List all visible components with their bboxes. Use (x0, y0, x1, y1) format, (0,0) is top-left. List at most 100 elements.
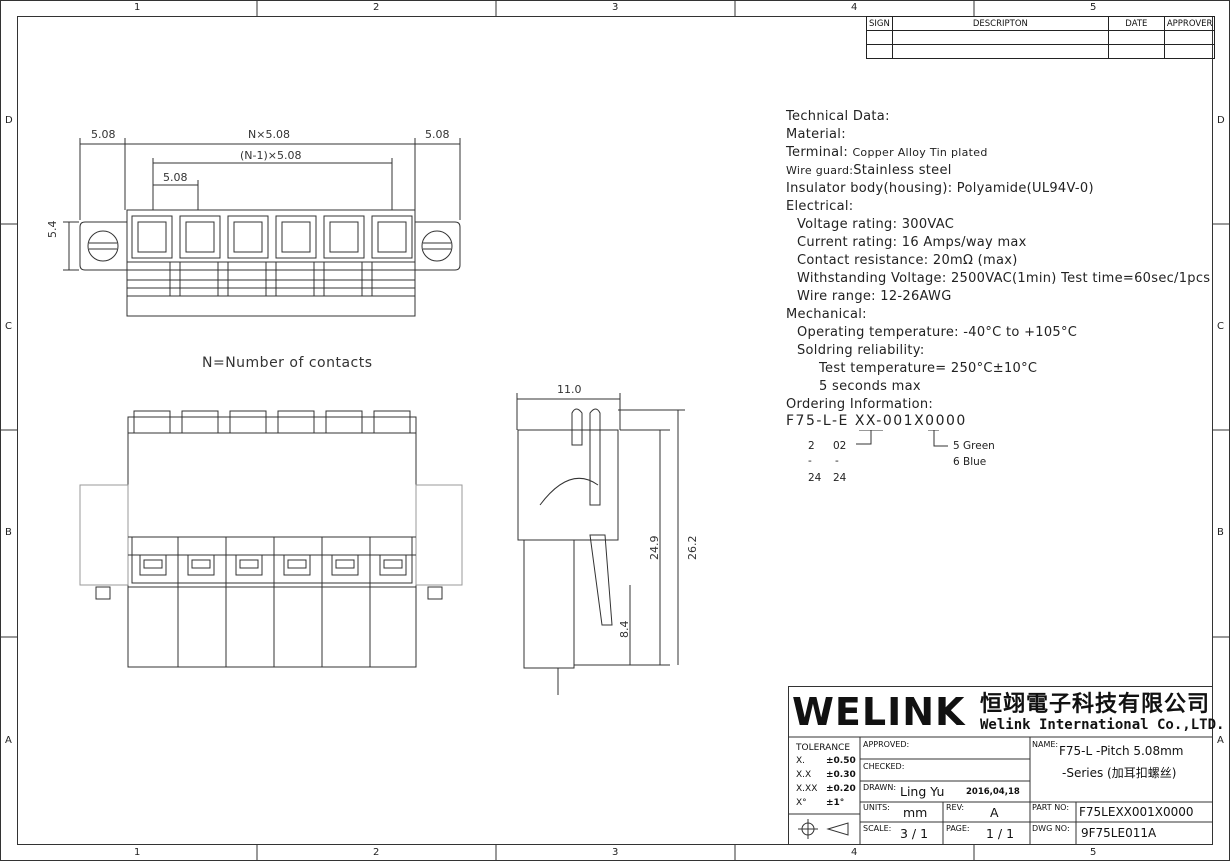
tech-title: Technical Data: (786, 109, 890, 124)
ordering-col2-c: 24 (833, 472, 847, 484)
tech-terminal-value: Copper Alloy Tin plated (852, 146, 988, 159)
row-label-a: A (5, 735, 12, 746)
checked-label: CHECKED: (863, 762, 905, 771)
tech-terminal: Terminal: Copper Alloy Tin plated (786, 144, 1210, 162)
rev-header-date: DATE (1107, 16, 1165, 31)
dim-pitch: 5.08 (163, 171, 188, 184)
front-view-bottom (79, 410, 463, 668)
tech-mechanical: Mechanical: (786, 307, 867, 322)
dwgno-label: DWG NO: (1032, 824, 1070, 833)
col-label-5: 5 (1090, 2, 1097, 13)
col-label-4: 4 (851, 2, 858, 13)
row-label-d-right: D (1217, 115, 1225, 126)
name-label: NAME: (1032, 740, 1059, 749)
page-label: PAGE: (946, 824, 970, 833)
ordering-col2-a: 02 (833, 440, 847, 452)
tech-current: Current rating: 16 Amps/way max (797, 235, 1027, 250)
tech-operating-temp: Operating temperature: -40°C to +105°C (797, 325, 1078, 340)
page-value: 1 / 1 (986, 826, 1015, 841)
col-label-5-bottom: 5 (1090, 847, 1097, 858)
row-label-b-right: B (1217, 527, 1224, 538)
dim-inner-span: (N-1)×5.08 (240, 149, 302, 162)
rev-header-sign: SIGN (866, 16, 893, 31)
revision-table: SIGN DESCRIPTON DATE APPROVER (866, 16, 1216, 59)
ordering-color-green: 5 Green (953, 440, 995, 452)
scale-value: 3 / 1 (900, 826, 929, 841)
col-label-4-bottom: 4 (851, 847, 858, 858)
units-value: mm (903, 805, 928, 820)
bottom-cells (133, 410, 411, 667)
tech-terminal-label: Terminal: (786, 145, 853, 160)
side-view (516, 393, 685, 695)
col-label-2-bottom: 2 (373, 847, 380, 858)
tech-electrical: Electrical: (786, 199, 854, 214)
tol-xxx-value: ±0.20 (826, 784, 856, 794)
name-line1: F75-L -Pitch 5.08mm (1059, 744, 1184, 758)
row-label-a-right: A (1217, 735, 1224, 746)
tech-withstanding: Withstanding Voltage: 2500VAC(1min) Test… (797, 271, 1211, 286)
tol-deg-key: X° (796, 798, 807, 808)
dim-side-h3: 8.4 (618, 620, 631, 639)
partno-value: F75LEXX001X0000 (1079, 805, 1194, 819)
rev-header-approver: APPROVER (1163, 16, 1216, 31)
tech-ordering: Ordering Information: (786, 397, 934, 412)
tech-wire-guard: Wire guard:Stainless steel (786, 162, 1210, 180)
ordering-col1-a: 2 (808, 440, 815, 452)
company-name-cn: 恒翊電子科技有限公司 (980, 691, 1211, 717)
dim-span: N×5.08 (248, 128, 290, 141)
title-block-frame (788, 686, 1213, 845)
approved-label: APPROVED: (863, 740, 910, 749)
dwgno-value: 9F75LE011A (1081, 826, 1157, 840)
tech-material: Material: (786, 127, 846, 142)
tech-soldering: Soldring reliability: (797, 343, 925, 358)
tech-contact-resistance: Contact resistance: 20mΩ (max) (797, 253, 1018, 268)
tech-wire-range: Wire range: 12-26AWG (797, 289, 952, 304)
tol-deg-value: ±1° (826, 798, 845, 808)
company-name-en: Welink International Co.,LTD. (980, 717, 1225, 733)
dim-side-h2: 26.2 (686, 535, 699, 561)
row-label-c-right: C (1217, 321, 1224, 332)
col-label-2: 2 (373, 2, 380, 13)
tolerance-label: TOLERANCE (796, 743, 851, 753)
front-view-cells (131, 215, 413, 297)
col-label-3: 3 (612, 2, 619, 13)
welink-logo: WELINK (792, 690, 966, 734)
tol-x-value: ±0.50 (826, 756, 856, 766)
rev-label: REV: (946, 803, 965, 812)
partno-label: PART NO: (1032, 803, 1070, 812)
drawn-value: Ling Yu (900, 784, 945, 799)
rev-header-description: DESCRIPTON (891, 16, 1109, 31)
ordering-col2-b: - (835, 455, 839, 467)
contacts-caption: N=Number of contacts (202, 355, 373, 371)
tol-xx-value: ±0.30 (826, 770, 856, 780)
ordering-leaders (856, 430, 948, 447)
ordering-col1-c: 24 (808, 472, 822, 484)
tol-xx-key: X.X (796, 770, 812, 780)
drawn-label: DRAWN: (863, 783, 897, 792)
dim-height: 5.4 (46, 220, 59, 239)
scale-label: SCALE: (863, 824, 892, 833)
front-view-top (63, 138, 461, 317)
col-label-1-bottom: 1 (134, 847, 141, 858)
dim-left-pitch: 5.08 (91, 128, 116, 141)
col-label-1: 1 (134, 2, 141, 13)
dim-side-h1: 24.9 (648, 535, 661, 561)
tech-seconds: 5 seconds max (819, 379, 921, 394)
row-label-c: C (5, 321, 12, 332)
tol-x-key: X. (796, 756, 806, 766)
ordering-col1-b: - (808, 455, 812, 467)
ordering-color-blue: 6 Blue (953, 456, 987, 468)
dim-side-width: 11.0 (557, 383, 582, 396)
tech-voltage: Voltage rating: 300VAC (797, 217, 955, 232)
name-line2: -Series (加耳扣螺丝) (1062, 766, 1177, 780)
row-label-b: B (5, 527, 12, 538)
drawn-date: 2016,04,18 (966, 787, 1020, 797)
dim-right-pitch: 5.08 (425, 128, 450, 141)
technical-data: Technical Data: Material: Terminal: Copp… (786, 108, 1210, 414)
tech-test-temp: Test temperature= 250°C±10°C (819, 361, 1038, 376)
tech-wire-guard-label: Wire guard: (786, 164, 854, 177)
ordering-code: F75-L-E XX-001X0000 (786, 413, 967, 429)
col-label-3-bottom: 3 (612, 847, 619, 858)
rev-value: A (990, 805, 999, 820)
